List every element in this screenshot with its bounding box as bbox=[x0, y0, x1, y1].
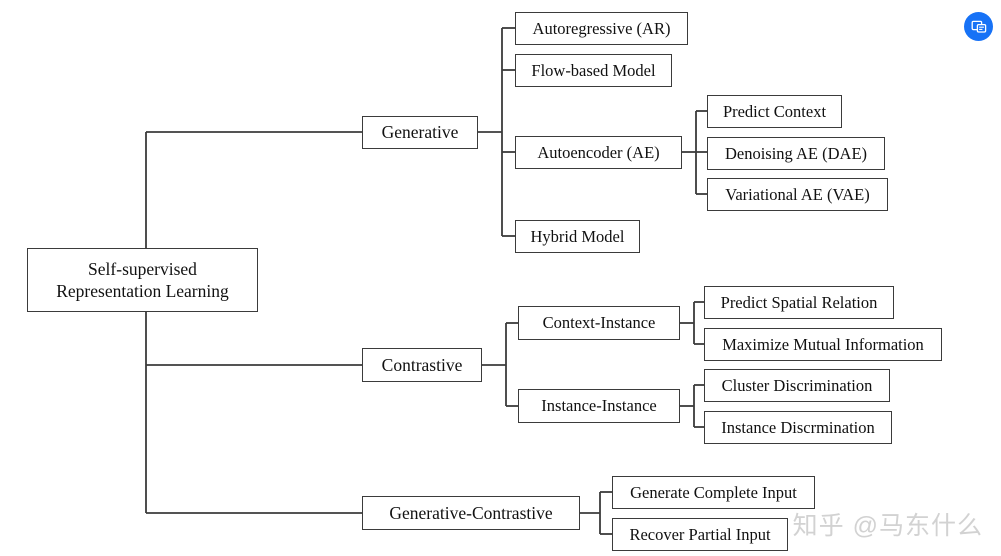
node-hybrid-model-label: Hybrid Model bbox=[530, 226, 625, 246]
left-edge-strip bbox=[0, 0, 6, 556]
node-flow-based-model-label: Flow-based Model bbox=[531, 60, 656, 80]
node-autoregressive[interactable]: Autoregressive (AR) bbox=[515, 12, 688, 45]
node-instance-instance[interactable]: Instance-Instance bbox=[518, 389, 680, 423]
node-maximize-mutual-information[interactable]: Maximize Mutual Information bbox=[704, 328, 942, 361]
node-maximize-mutual-information-label: Maximize Mutual Information bbox=[722, 334, 924, 354]
node-context-instance-label: Context-Instance bbox=[542, 313, 656, 333]
node-context-instance[interactable]: Context-Instance bbox=[518, 306, 680, 340]
node-cluster-discrimination-label: Cluster Discrimination bbox=[721, 375, 873, 395]
node-contrastive-label: Contrastive bbox=[381, 354, 463, 375]
node-generate-complete-input[interactable]: Generate Complete Input bbox=[612, 476, 815, 509]
node-flow-based-model[interactable]: Flow-based Model bbox=[515, 54, 672, 87]
app-window-icon[interactable] bbox=[964, 12, 993, 41]
node-generative-contrastive[interactable]: Generative-Contrastive bbox=[362, 496, 580, 530]
zhihu-watermark: 知乎 @马东什么 bbox=[792, 512, 983, 540]
node-recover-partial-input[interactable]: Recover Partial Input bbox=[612, 518, 788, 551]
node-predict-context[interactable]: Predict Context bbox=[707, 95, 842, 128]
node-autoregressive-label: Autoregressive (AR) bbox=[532, 18, 671, 38]
node-generative[interactable]: Generative bbox=[362, 116, 478, 149]
node-cluster-discrimination[interactable]: Cluster Discrimination bbox=[704, 369, 890, 402]
node-autoencoder[interactable]: Autoencoder (AE) bbox=[515, 136, 682, 169]
node-autoencoder-label: Autoencoder (AE) bbox=[537, 142, 660, 162]
node-variational-ae[interactable]: Variational AE (VAE) bbox=[707, 178, 888, 211]
node-hybrid-model[interactable]: Hybrid Model bbox=[515, 220, 640, 253]
node-generate-complete-input-label: Generate Complete Input bbox=[630, 482, 797, 502]
node-instance-discrmination-label: Instance Discrmination bbox=[721, 417, 875, 437]
node-denoising-ae[interactable]: Denoising AE (DAE) bbox=[707, 137, 885, 170]
node-predict-context-label: Predict Context bbox=[722, 101, 827, 121]
node-contrastive[interactable]: Contrastive bbox=[362, 348, 482, 382]
node-denoising-ae-label: Denoising AE (DAE) bbox=[724, 143, 868, 163]
node-predict-spatial-relation-label: Predict Spatial Relation bbox=[720, 292, 878, 312]
node-recover-partial-input-label: Recover Partial Input bbox=[629, 524, 771, 544]
node-instance-instance-label: Instance-Instance bbox=[541, 396, 657, 416]
node-generative-label: Generative bbox=[381, 122, 459, 143]
node-variational-ae-label: Variational AE (VAE) bbox=[725, 184, 870, 204]
node-generative-contrastive-label: Generative-Contrastive bbox=[389, 502, 553, 523]
node-predict-spatial-relation[interactable]: Predict Spatial Relation bbox=[704, 286, 894, 319]
node-instance-discrmination[interactable]: Instance Discrmination bbox=[704, 411, 892, 444]
